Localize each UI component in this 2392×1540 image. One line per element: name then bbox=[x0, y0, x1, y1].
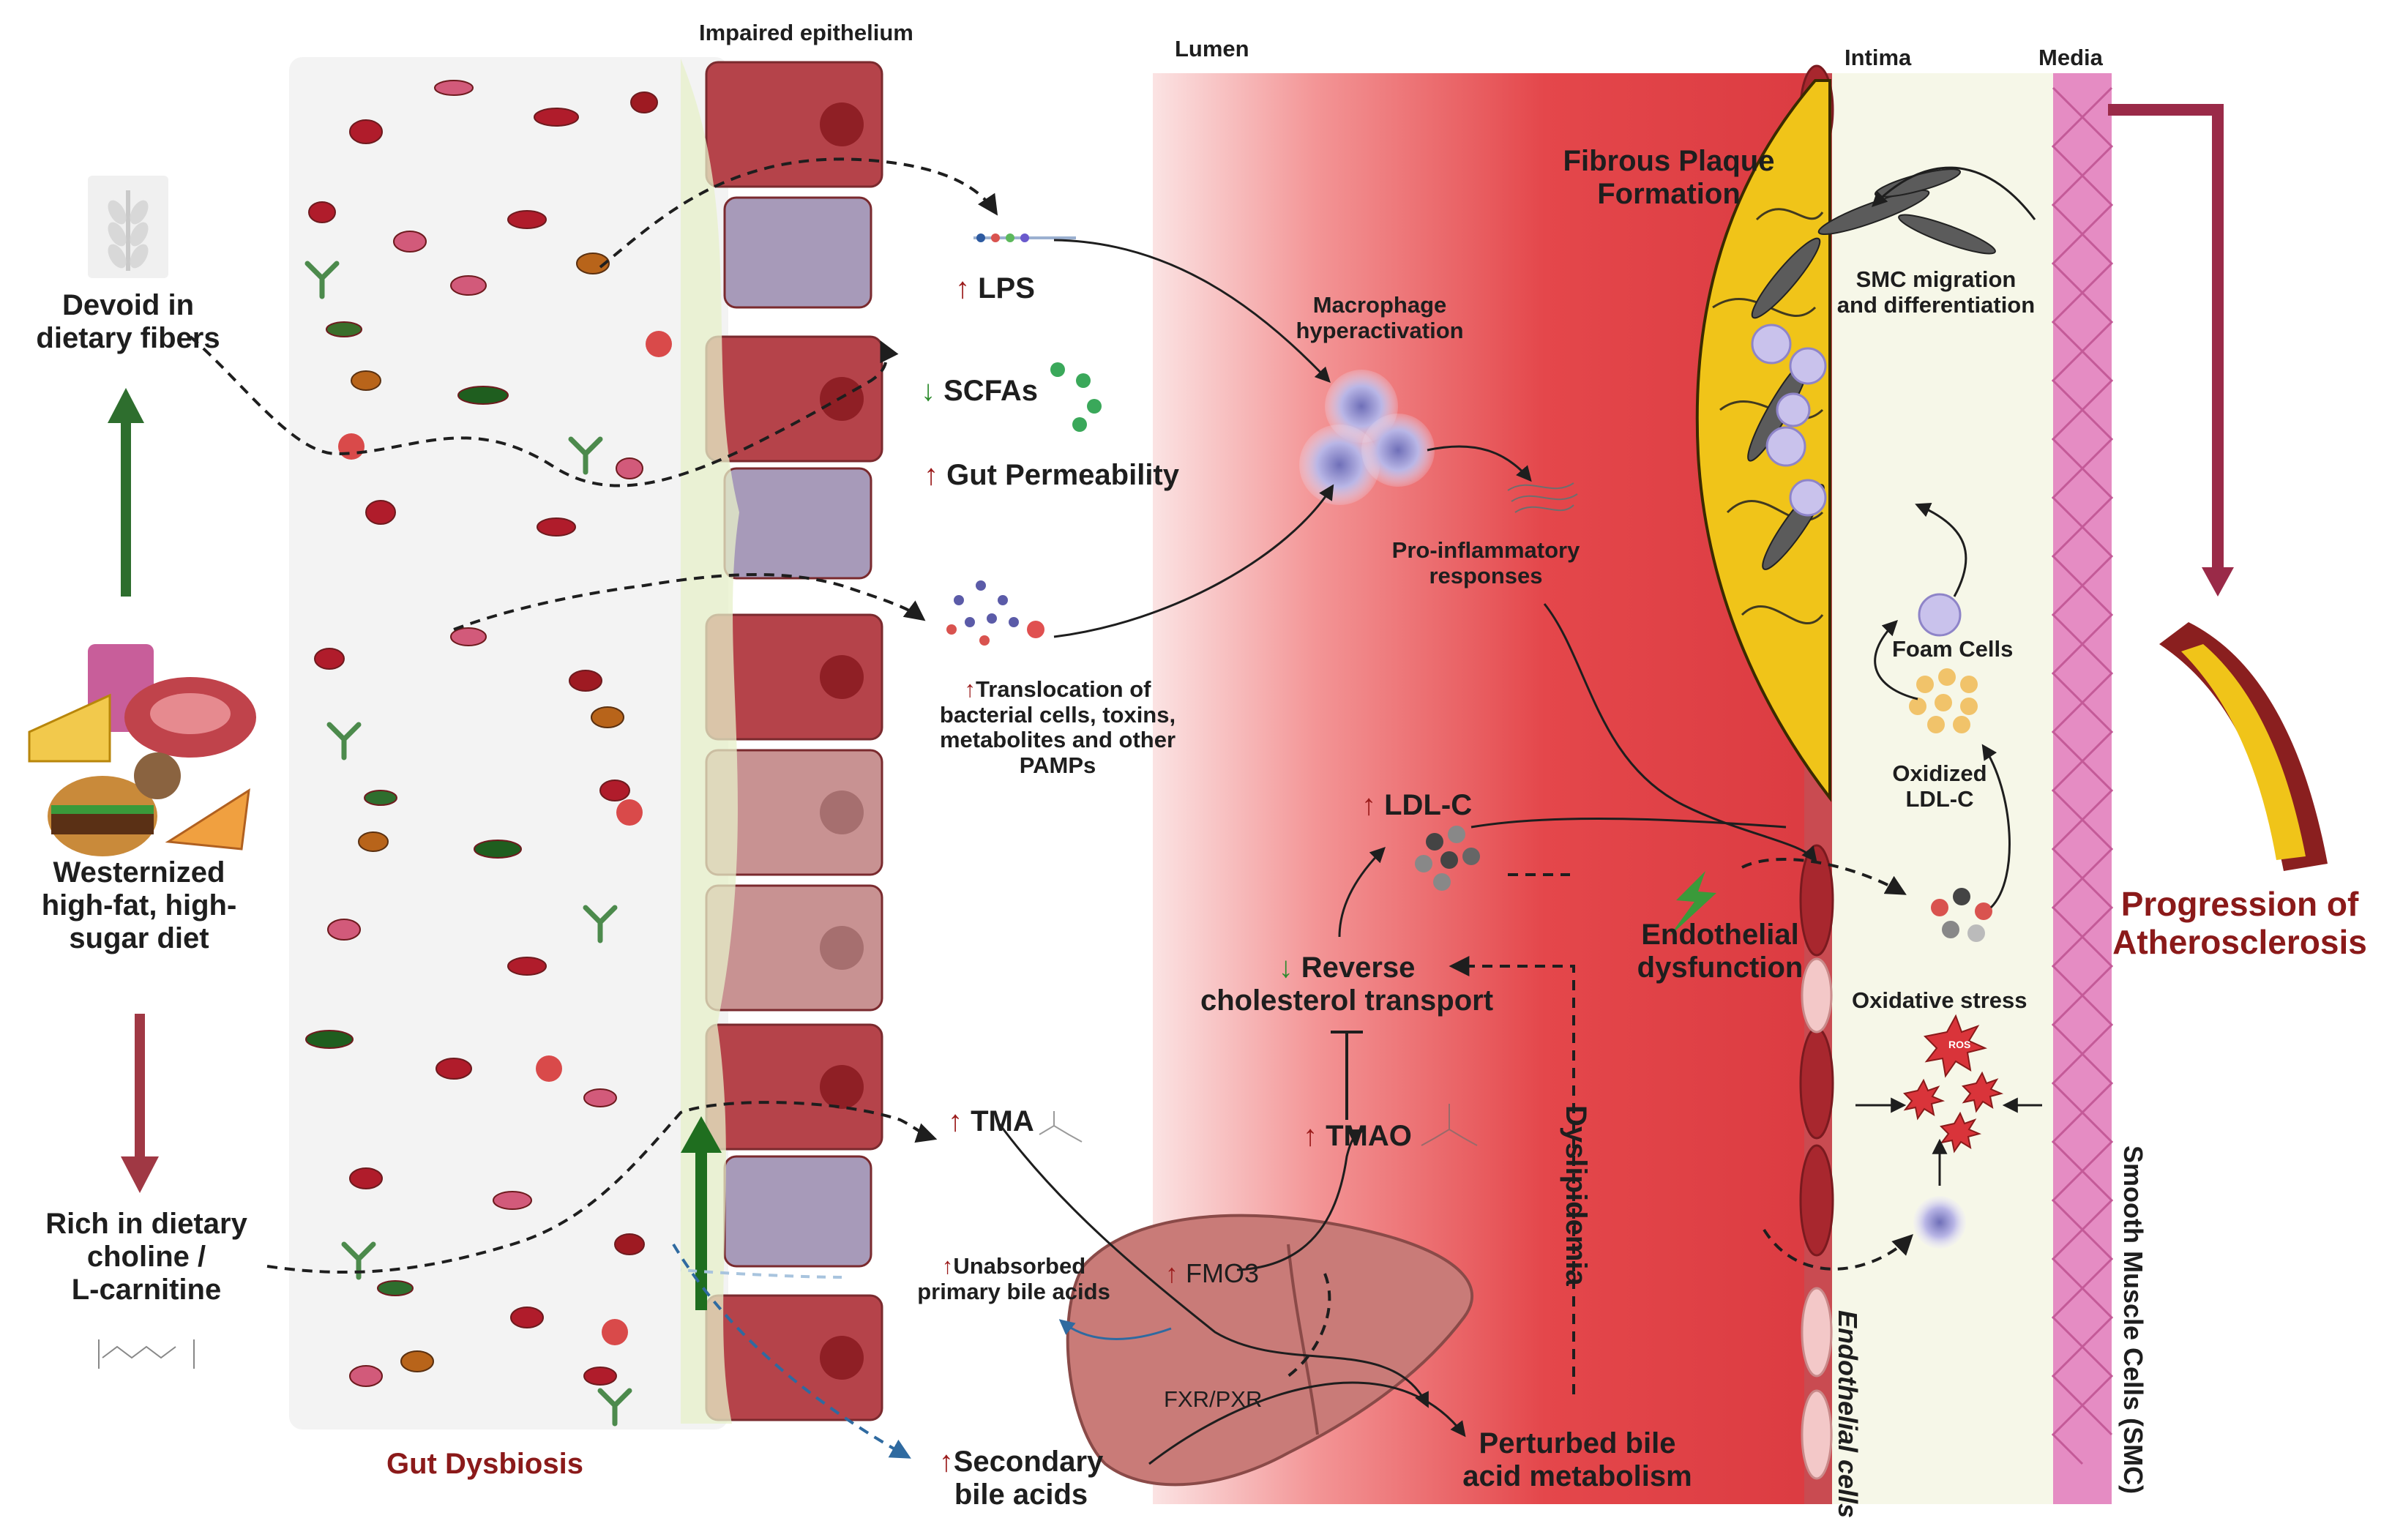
label-lps-text: LPS bbox=[978, 272, 1035, 304]
choline-structure bbox=[98, 1339, 195, 1369]
gut-bacteria-y bbox=[304, 261, 632, 1427]
lps-molecule bbox=[973, 233, 1076, 242]
green-diet-arrow-head bbox=[108, 388, 144, 423]
label-ros: ROS bbox=[1948, 1039, 1971, 1050]
foam-cell-icon bbox=[1918, 593, 1962, 637]
mucus-layer bbox=[681, 59, 739, 1424]
label-gut-dysbiosis: Gut Dysbiosis bbox=[386, 1448, 583, 1480]
label-macrophage: Macrophage hyperactivation bbox=[1296, 292, 1464, 343]
label-endothelial-dysfunction: Endothelial dysfunction bbox=[1637, 919, 1804, 984]
label-smc: Smooth Muscle Cells (SMC) bbox=[2118, 1145, 2148, 1495]
label-pro-inflammatory: Pro-inflammatory responses bbox=[1391, 537, 1580, 588]
increase-arrow: ↑ bbox=[1165, 1258, 1178, 1288]
label-unabsorbed-bile: ↑Unabsorbed primary bile acids bbox=[900, 1253, 1127, 1304]
label-impaired-epithelium: Impaired epithelium bbox=[699, 20, 913, 45]
increase-arrow: ↑ bbox=[955, 272, 970, 304]
monocyte-icon bbox=[1913, 1196, 1966, 1249]
label-intima: Intima bbox=[1845, 45, 1912, 70]
label-gut-permeability: ↑ Gut Permeability bbox=[924, 459, 1179, 492]
lightning-icon bbox=[1669, 871, 1716, 937]
label-media: Media bbox=[2038, 45, 2103, 70]
inhibition-bar bbox=[1331, 1031, 1363, 1120]
tma-up-arrow-shaft bbox=[695, 1149, 707, 1310]
label-ldl-c-text: LDL-C bbox=[1384, 789, 1473, 821]
increase-arrow: ↑ bbox=[964, 676, 976, 702]
red-diet-arrow-head bbox=[121, 1156, 159, 1193]
red-diet-arrow-shaft bbox=[135, 1014, 145, 1156]
label-translocation-text: Translocation of bacterial cells, toxins… bbox=[939, 676, 1176, 779]
progression-arrow bbox=[2108, 104, 2224, 571]
wheat-icon bbox=[88, 176, 168, 278]
label-scfas-text: SCFAs bbox=[943, 375, 1039, 407]
label-oxidized-ldl: Oxidized LDL-C bbox=[1892, 760, 1987, 812]
cytokine-swirl bbox=[1507, 482, 1578, 513]
green-diet-arrow-shaft bbox=[121, 421, 131, 597]
decrease-arrow: ↓ bbox=[1278, 952, 1293, 984]
fmo3-to-bile-blue bbox=[1058, 1319, 1172, 1340]
label-ldl-c: ↑ LDL-C bbox=[1361, 789, 1472, 822]
label-fmo3-text: FMO3 bbox=[1186, 1258, 1260, 1288]
label-smc-migration: SMC migration and differentiation bbox=[1836, 266, 2036, 318]
label-oxidative-stress: Oxidative stress bbox=[1852, 987, 2027, 1013]
tmao-structure bbox=[1421, 1104, 1478, 1146]
gut-bacteria bbox=[305, 80, 658, 1387]
epithelium-cells bbox=[705, 61, 883, 1421]
increase-arrow: ↑ bbox=[924, 459, 938, 491]
increase-arrow: ↑ bbox=[948, 1105, 963, 1137]
translocation-cluster bbox=[946, 580, 1044, 646]
label-tmao-text: TMAO bbox=[1326, 1120, 1412, 1152]
dysbiosis-background bbox=[289, 57, 728, 1429]
bile-dashed-blue bbox=[672, 1243, 911, 1459]
label-tma-text: TMA bbox=[971, 1105, 1034, 1137]
label-translocation: ↑Translocation of bacterial cells, toxin… bbox=[915, 676, 1200, 779]
label-reverse-cholesterol: ↓ Reverse cholesterol transport bbox=[1193, 952, 1500, 1017]
label-perturbed-bile: Perturbed bile acid metabolism bbox=[1462, 1427, 1692, 1492]
media-texture bbox=[2051, 86, 2085, 1465]
label-secondary-bile: ↑Secondary bile acids bbox=[926, 1446, 1116, 1511]
scfa-dots bbox=[1050, 362, 1102, 432]
epithelium-nuclei bbox=[820, 102, 864, 1380]
label-dyslipidemia: Dyslipidemia bbox=[1560, 1105, 1592, 1286]
increase-arrow: ↑ bbox=[1303, 1120, 1318, 1152]
label-rich-choline: Rich in dietary choline / L-carnitine bbox=[45, 1208, 247, 1306]
label-lumen: Lumen bbox=[1175, 36, 1249, 61]
ldl-particles bbox=[1415, 826, 1480, 891]
label-devoid-fibers: Devoid in dietary fibers bbox=[36, 289, 220, 354]
solid-pathways bbox=[998, 166, 2042, 1465]
endothelial-cells-pale bbox=[1801, 957, 1833, 1480]
increase-arrow: ↑ bbox=[941, 1253, 954, 1279]
gut-bacteria-orange bbox=[351, 253, 624, 1372]
label-gut-permeability-text: Gut Permeability bbox=[946, 459, 1179, 491]
ros-stars bbox=[1903, 1014, 2004, 1154]
label-secondary-bile-text: Secondary bile acids bbox=[953, 1446, 1104, 1511]
oxidized-ldl-dots bbox=[1909, 668, 1978, 733]
decrease-arrow: ↓ bbox=[921, 375, 935, 407]
label-lps: ↑ LPS bbox=[955, 272, 1035, 305]
label-foam-cells: Foam Cells bbox=[1892, 636, 2014, 662]
artery-icon bbox=[2159, 622, 2328, 871]
label-tmao: ↑ TMAO bbox=[1303, 1120, 1412, 1153]
increase-arrow: ↑ bbox=[938, 1446, 954, 1478]
label-fmo3: ↑ FMO3 bbox=[1165, 1258, 1260, 1288]
increase-arrow: ↑ bbox=[1361, 789, 1376, 821]
tma-structure bbox=[1039, 1111, 1083, 1143]
label-scfas: ↓ SCFAs bbox=[921, 375, 1038, 408]
label-fxr-pxr: FXR/PXR bbox=[1164, 1386, 1263, 1412]
intima-background bbox=[1830, 73, 2053, 1504]
western-food-icon bbox=[28, 644, 256, 856]
label-westernized-diet: Westernized high-fat, high- sugar diet bbox=[41, 856, 237, 954]
plaque-foam-cells bbox=[1751, 324, 1827, 517]
label-endothelial-cells: Endothelial cells bbox=[1833, 1310, 1863, 1519]
label-reverse-cholesterol-text: Reverse cholesterol transport bbox=[1200, 952, 1494, 1017]
label-tma: ↑ TMA bbox=[948, 1105, 1034, 1138]
gut-bacteria-cocci bbox=[338, 331, 672, 1345]
label-fibrous-plaque: Fibrous Plaque Formation bbox=[1563, 145, 1775, 210]
oxidized-ldl-particles bbox=[1931, 888, 1992, 942]
label-progression: Progression of Atherosclerosis bbox=[2112, 885, 2367, 961]
label-unabsorbed-bile-text: Unabsorbed primary bile acids bbox=[917, 1253, 1110, 1304]
